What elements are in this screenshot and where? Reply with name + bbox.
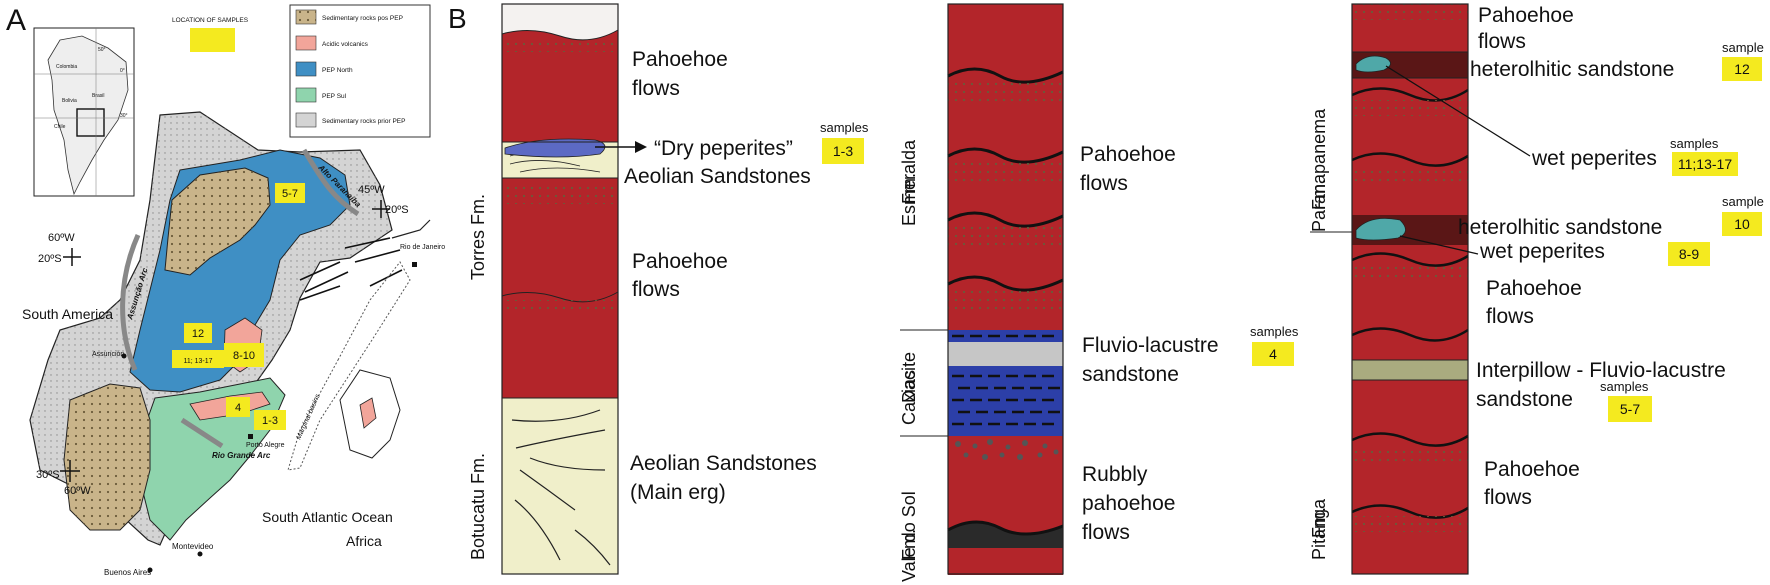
column-1 bbox=[501, 3, 619, 575]
col1-aeolian-2: Aeolian Sandstones(Main erg) bbox=[630, 452, 817, 504]
col3-wet-peperites-2: wet peperites bbox=[1479, 240, 1605, 263]
map-sample-box: 4 bbox=[235, 402, 241, 414]
col3-heterolithic-1: heterolhitic sandstone bbox=[1470, 58, 1674, 81]
arc-rio-grande: Rio Grande Arc bbox=[212, 451, 271, 460]
place-montevideo: Montevideo bbox=[172, 542, 214, 551]
map-sample-box: 8-10 bbox=[233, 350, 255, 362]
col1-dry-peperites: “Dry peperites” bbox=[654, 137, 793, 160]
coord-lon: 60ºW bbox=[48, 232, 75, 244]
coord-lat: 30ºS bbox=[36, 469, 60, 481]
col3-sample-box-label: 10 bbox=[1734, 216, 1750, 232]
col3-sample-box-label: 12 bbox=[1734, 61, 1750, 77]
coord-lat: 20ºS bbox=[385, 204, 409, 216]
place-porto-alegre: Porto Alegre bbox=[246, 442, 285, 449]
col1-sample-box-label: 1-3 bbox=[833, 143, 853, 159]
map-sample-boxes: 5-7 12 11; 13-17 8-10 4 1-3 bbox=[172, 183, 305, 430]
formation-botucatu: Botucatu Fm. bbox=[468, 453, 488, 560]
formation-paranapanema: ParanapanemaFm. bbox=[1309, 108, 1329, 232]
coord-lat: 20ºS bbox=[38, 253, 62, 265]
col3-sample-box-label: 5-7 bbox=[1620, 401, 1640, 417]
map-legend: Sedimentary rocks pos PEP Acidic volcani… bbox=[289, 4, 431, 138]
legend-label: Sedimentary rocks pos PEP bbox=[322, 15, 403, 22]
formation-pitanga: PitangaFm. bbox=[1309, 498, 1329, 560]
place-africa: Africa bbox=[346, 533, 382, 549]
map-sample-box: 1-3 bbox=[262, 415, 278, 427]
inset-label: Bolivia bbox=[62, 98, 77, 104]
place-south-america: South America bbox=[22, 306, 113, 322]
coord-lon: 45ºW bbox=[358, 184, 385, 196]
formation-caxias: CaxiasDacite bbox=[899, 352, 919, 425]
col1-sample-box bbox=[822, 138, 864, 164]
inset-label: 50° bbox=[98, 47, 106, 53]
inset-label: Chile bbox=[54, 124, 66, 130]
formation-torres: Torres Fm. bbox=[468, 194, 488, 280]
place-south-atlantic: South Atlantic Ocean bbox=[262, 509, 393, 525]
inset-label: Colombia bbox=[56, 64, 77, 70]
col3-sample-word: sample bbox=[1722, 194, 1764, 209]
col3-samples-word: samples bbox=[1670, 136, 1719, 151]
inset-label: Brasil bbox=[92, 93, 105, 99]
inset-label: 0° bbox=[120, 68, 125, 74]
col3-sample-box bbox=[1608, 396, 1652, 422]
col2-sample-box-label: 4 bbox=[1269, 346, 1277, 362]
col2-samples-word: samples bbox=[1250, 324, 1299, 339]
col3-sample-box bbox=[1672, 152, 1738, 176]
col3-sample-word: sample bbox=[1722, 40, 1764, 55]
col3-samples-word: samples bbox=[1600, 379, 1649, 394]
location-label: LOCATION OF SAMPLES bbox=[172, 17, 249, 24]
legend-label: PEP Sul bbox=[322, 93, 347, 100]
place-assuncion: Assunción bbox=[92, 351, 124, 358]
col3-sample-box bbox=[1722, 212, 1762, 236]
col3-sample-box-label: 11;13-17 bbox=[1678, 156, 1732, 172]
col3-sample-box bbox=[1668, 242, 1710, 266]
legend-label: Sedimentary rocks prior PEP bbox=[322, 118, 405, 125]
inset-map: 50° 0° 30° Brasil Bolivia Chile Colombia bbox=[33, 27, 135, 197]
place-rio: Rio de Janeiro bbox=[400, 244, 445, 251]
col3-sample-box bbox=[1722, 57, 1762, 81]
location-swatch bbox=[190, 28, 235, 52]
column-3 bbox=[1310, 3, 1469, 575]
col3-sample-box-label: 8-9 bbox=[1679, 246, 1699, 262]
col3-wet-peperites-1: wet peperites bbox=[1531, 147, 1657, 170]
col1-samples-word: samples bbox=[820, 120, 869, 135]
col3-heterolithic-2: heterolhitic sandstone bbox=[1458, 216, 1662, 239]
map-sample-box: 5-7 bbox=[282, 188, 298, 200]
legend-label: PEP North bbox=[322, 67, 353, 74]
map-sample-box: 12 bbox=[192, 328, 204, 340]
inset-label: 30° bbox=[120, 113, 128, 119]
col1-aeolian-1: Aeolian Sandstones bbox=[624, 165, 811, 188]
col2-sample-box bbox=[1252, 342, 1294, 366]
place-buenos-aires: Buenos Aires bbox=[104, 568, 151, 577]
formation-vale-do-sol: Vale do SolFm. bbox=[899, 491, 919, 582]
formation-esmeralda: EsmeraldaFm. bbox=[899, 139, 919, 226]
marginal-basins-label: Marginal basins bbox=[295, 393, 322, 441]
panel-a-label: A bbox=[6, 4, 26, 37]
map-sample-box: 11; 13-17 bbox=[183, 358, 212, 365]
arc-arrows bbox=[120, 148, 360, 449]
column-2 bbox=[900, 3, 1064, 575]
legend-label: Acidic volcanics bbox=[322, 41, 369, 48]
panel-b-label: B bbox=[448, 3, 467, 34]
coord-lon: 60ºW bbox=[64, 485, 91, 497]
